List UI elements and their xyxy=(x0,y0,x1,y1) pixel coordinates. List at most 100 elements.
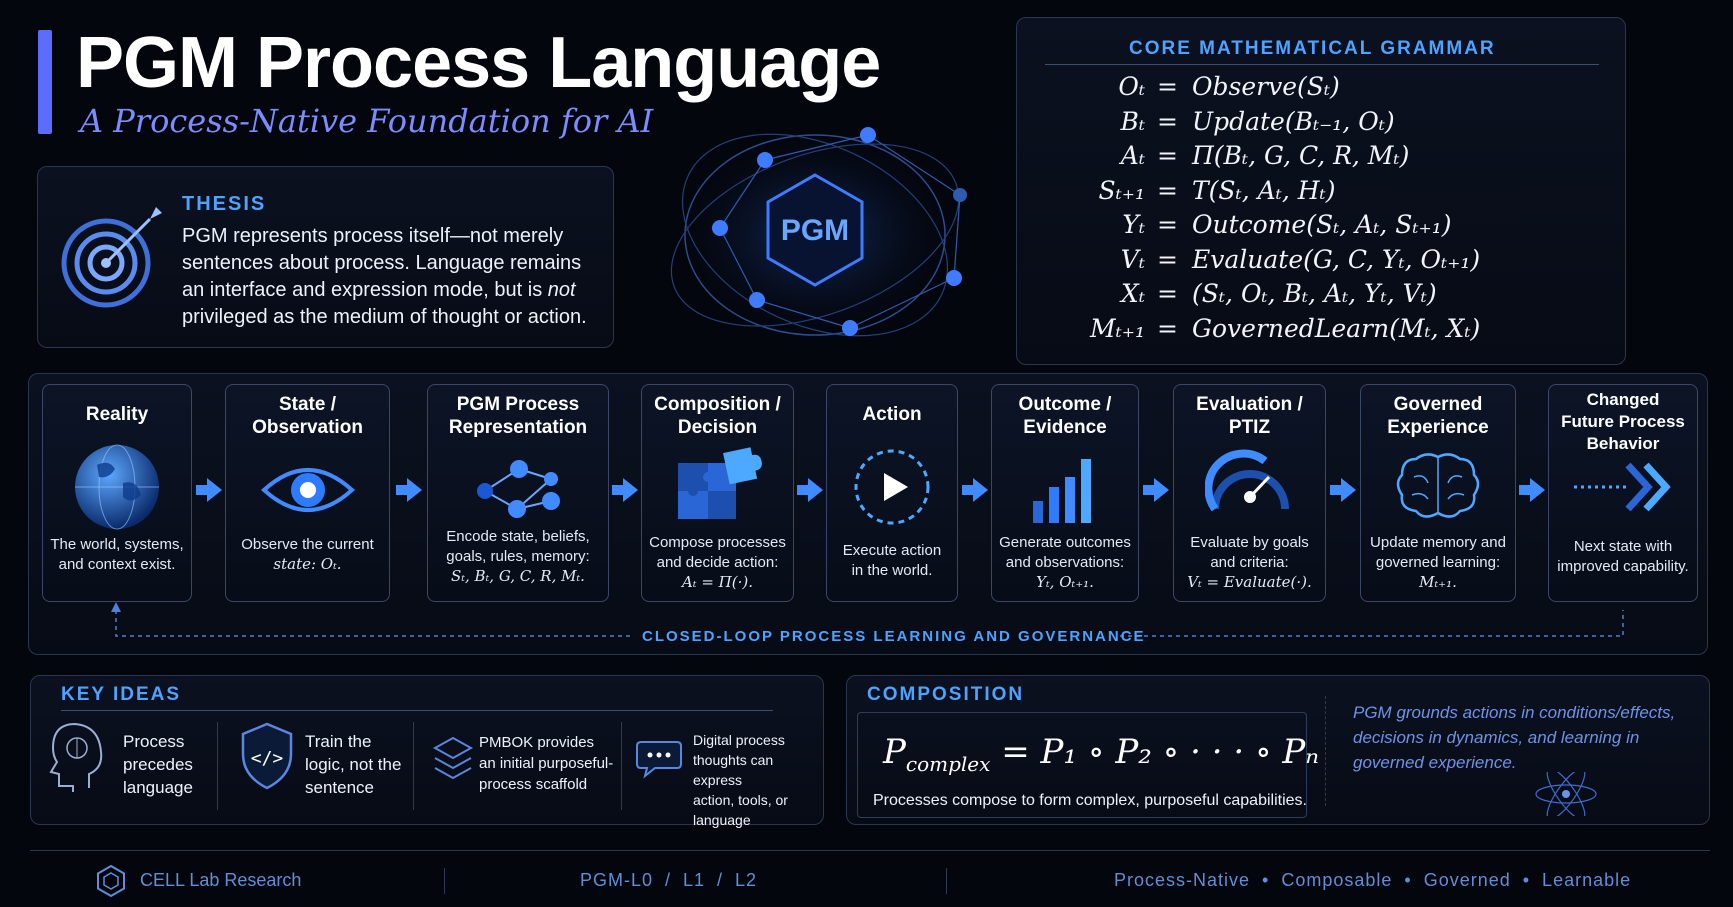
composition-formula-lhs-sub: complex xyxy=(905,751,991,776)
pipeline-step-title: Action xyxy=(862,404,922,425)
grammar-row: Yₜ=Outcome(Sₜ, Aₜ, Sₜ₊₁) xyxy=(1017,210,1627,244)
grammar-equals: = xyxy=(1157,72,1178,101)
grammar-heading-rule xyxy=(1045,64,1599,65)
pipeline-step-title: PGM Process Representation xyxy=(448,394,588,438)
eye-icon xyxy=(258,455,358,530)
grammar-rows: Oₜ=Observe(Sₜ)Bₜ=Update(Bₜ₋₁, Oₜ)Aₜ=Π(Bₜ… xyxy=(1017,72,1627,352)
pipeline-step-desc: Observe the current xyxy=(241,536,374,553)
pipeline-step: Evaluation / PTIZ Evaluate by goals and c… xyxy=(1173,384,1326,602)
pipeline-step-title: Reality xyxy=(85,404,149,425)
composition-divider xyxy=(1325,696,1327,806)
layers-icon xyxy=(432,736,474,780)
key-idea-divider-3 xyxy=(621,722,622,810)
pipeline-step-title: Changed Future Process Behavior xyxy=(1561,390,1685,453)
pipeline-step-desc: The world, systems, and context exist. xyxy=(50,536,184,573)
composition-side-note: PGM grounds actions in conditions/effect… xyxy=(1353,703,1676,772)
globe-icon xyxy=(69,439,165,540)
flow-arrow-icon xyxy=(395,476,423,509)
pipeline-step-desc: Next state with improved capability. xyxy=(1557,538,1689,575)
pipeline-step-desc: Execute action in the world. xyxy=(842,542,942,579)
grammar-lhs: Mₜ₊₁ xyxy=(1090,313,1145,343)
pipeline-step-title: Outcome / Evidence xyxy=(1018,394,1112,438)
key-idea-3: PMBOK provides an initial purposeful- pr… xyxy=(479,734,614,793)
flow-arrow-icon xyxy=(1329,476,1357,509)
pipeline-step-math: Mₜ₊₁. xyxy=(1419,573,1457,591)
grammar-heading: CORE MATHEMATICAL GRAMMAR xyxy=(1129,38,1496,59)
atom-icon xyxy=(1535,772,1597,816)
grammar-row: Bₜ=Update(Bₜ₋₁, Oₜ) xyxy=(1017,107,1627,141)
pipeline-step-title: Composition / Decision xyxy=(654,394,781,438)
grammar-equals: = xyxy=(1157,244,1178,274)
code-shield-icon: </> xyxy=(241,722,293,790)
footer-divider-2 xyxy=(946,868,947,894)
title-accent-bar xyxy=(38,30,52,134)
grammar-row: Xₜ = (Sₜ, Oₜ, Bₜ, Aₜ, Yₜ, Vₜ) xyxy=(1017,279,1627,313)
key-idea-divider-1 xyxy=(217,722,218,810)
grammar-equals: = xyxy=(1157,279,1178,308)
puzzle-icon xyxy=(668,443,768,532)
chat-icon xyxy=(636,741,682,779)
pipeline-step-math: Vₜ = Evaluate(·). xyxy=(1187,573,1312,591)
grammar-lhs: Oₜ xyxy=(1118,72,1145,101)
grammar-equals: = xyxy=(1157,313,1178,343)
thesis-text-part1: PGM represents process itself—not merely… xyxy=(182,225,582,301)
page-subtitle: A Process-Native Foundation for AI xyxy=(80,102,654,140)
grammar-row: Mₜ₊₁ = GovernedLearn(Mₜ, Xₜ) xyxy=(1017,314,1627,348)
pgm-network-graphic: PGM xyxy=(665,125,967,345)
pipeline-step-desc: Generate outcomes and observations: xyxy=(999,534,1131,571)
brain-icon xyxy=(1390,447,1486,532)
flow-arrow-icon xyxy=(611,476,639,509)
key-ideas-heading: KEY IDEAS xyxy=(61,684,182,705)
key-idea-2: Train the logic, not the sentence xyxy=(305,732,402,797)
grammar-rhs: GovernedLearn(Mₜ, Xₜ) xyxy=(1192,313,1481,343)
chevrons-icon xyxy=(1568,457,1678,522)
grammar-lhs: Aₜ xyxy=(1120,141,1145,170)
closed-loop-path xyxy=(111,602,1624,637)
grammar-lhs: Bₜ xyxy=(1120,106,1145,136)
grammar-rhs: (Sₜ, Oₜ, Bₜ, Aₜ, Yₜ, Vₜ) xyxy=(1192,279,1437,308)
flow-arrow-icon xyxy=(1142,476,1170,509)
grammar-lhs: Xₜ xyxy=(1121,279,1145,308)
grammar-rhs: Update(Bₜ₋₁, Oₜ) xyxy=(1192,106,1395,136)
grammar-rhs: Outcome(Sₜ, Aₜ, Sₜ₊₁) xyxy=(1192,210,1452,239)
svg-text:</>: </> xyxy=(251,748,284,769)
grammar-equals: = xyxy=(1157,210,1178,239)
key-idea-divider-2 xyxy=(413,722,414,810)
composition-formula-rhs: = P₁ ∘ P₂ ∘ · · · ∘ Pₙ xyxy=(1001,732,1320,772)
pipeline-step-desc: Update memory and governed learning: xyxy=(1370,534,1506,571)
key-ideas-panel: KEY IDEAS Process precedes language </> … xyxy=(30,675,824,828)
footer-tags: Process-Native • Composable • Governed •… xyxy=(1114,870,1632,890)
composition-formula-lhs: P xyxy=(883,732,906,772)
flow-arrow-icon xyxy=(195,476,223,509)
grammar-panel: CORE MATHEMATICAL GRAMMAR Oₜ=Observe(Sₜ)… xyxy=(1016,17,1626,365)
thesis-text: PGM represents process itself—not merely… xyxy=(182,223,602,331)
pipeline-step-title: State / Observation xyxy=(252,394,363,438)
flow-arrow-icon xyxy=(1518,476,1546,509)
pipeline-step-math: Sₜ, Bₜ, G, C, R, Mₜ. xyxy=(451,567,585,585)
pipeline-step-desc: Compose processes and decide action: xyxy=(649,534,786,571)
grammar-rhs: Evaluate(G, C, Yₜ, Oₜ₊₁) xyxy=(1192,244,1481,274)
grammar-lhs: Sₜ₊₁ xyxy=(1098,175,1145,205)
pipeline-step-math: state: Oₜ. xyxy=(273,555,342,573)
key-idea-1: Process precedes language xyxy=(123,732,193,797)
composition-formula-box xyxy=(857,712,1307,818)
composition-heading: COMPOSITION xyxy=(867,684,1025,705)
pipeline-step-desc: Evaluate by goals and criteria: xyxy=(1190,534,1309,571)
cell-hexagon-icon xyxy=(97,864,125,898)
pipeline-step-title: Evaluation / PTIZ xyxy=(1196,394,1303,438)
grammar-row: Vₜ = Evaluate(G, C, Yₜ, Oₜ₊₁) xyxy=(1017,245,1627,279)
grammar-rhs: T(Sₜ, Aₜ, Hₜ) xyxy=(1192,175,1336,205)
grammar-lhs: Vₜ xyxy=(1120,244,1145,274)
head-icon xyxy=(49,722,103,792)
page-title: PGM Process Language xyxy=(76,23,881,103)
graph-icon xyxy=(463,447,573,532)
grammar-equals: = xyxy=(1157,141,1178,170)
bar-chart-icon xyxy=(1025,449,1105,534)
pipeline-step-title: Governed Experience xyxy=(1387,394,1489,438)
